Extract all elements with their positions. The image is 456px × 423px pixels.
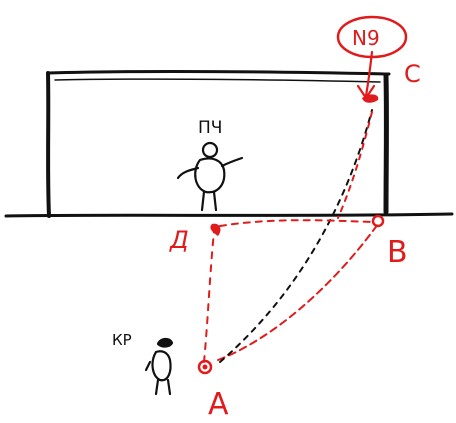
attacker-legs [154, 378, 172, 396]
goal-frame [4, 69, 454, 218]
point-d-label: Д [169, 226, 189, 254]
attacker-label: КР [112, 331, 132, 349]
goal-crossbar-shadow [54, 78, 381, 83]
point-b [371, 214, 385, 228]
point-b-marker [371, 214, 385, 228]
goalkeeper-right-arm [220, 156, 244, 168]
trajectory-d-to-b [219, 219, 373, 227]
point-d-marker [210, 223, 221, 236]
goalkeeper-legs [200, 190, 218, 212]
trajectory-a-to-d [203, 231, 215, 363]
goalkeeper-head [201, 141, 219, 159]
point-c-label: C [404, 60, 421, 88]
goalkeeper-left-arm [176, 166, 200, 180]
attacker-figure [144, 337, 174, 396]
attacker-arm [144, 360, 152, 372]
point-a-ball [202, 364, 208, 370]
goal-line [4, 212, 454, 218]
trajectories [203, 109, 379, 363]
attacker-head [156, 337, 174, 348]
goal-left-post [46, 71, 51, 218]
trajectory-c-descent [337, 111, 373, 219]
attacker-body [151, 350, 172, 382]
point-a-marker [197, 359, 213, 375]
point-d [210, 223, 221, 236]
goalkeeper-figure [176, 141, 244, 212]
point-b-label: B [387, 235, 408, 270]
badge-n9 [336, 15, 408, 59]
trajectory-a-to-c [219, 109, 373, 363]
goalkeeper-label: ПЧ [198, 118, 222, 138]
point-a-label: A [208, 387, 229, 422]
point-c [356, 50, 379, 103]
trajectory-a-to-b [217, 223, 379, 361]
badge-label: N9 [352, 26, 380, 50]
goalkeeper-body [194, 157, 226, 194]
badge-outline [336, 15, 408, 59]
goal-crossbar [46, 69, 391, 76]
point-a [197, 359, 213, 375]
